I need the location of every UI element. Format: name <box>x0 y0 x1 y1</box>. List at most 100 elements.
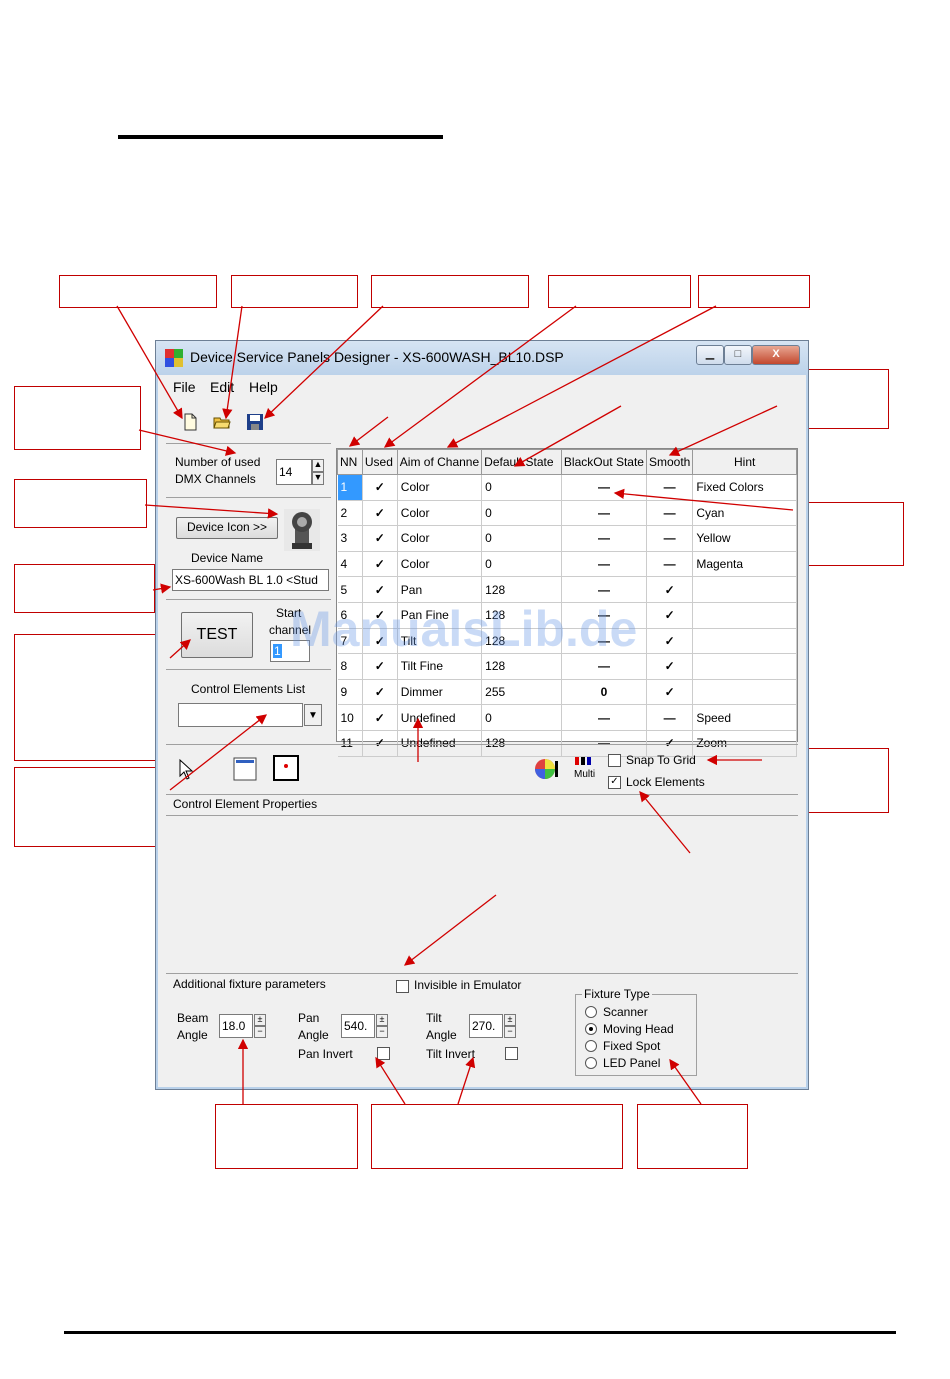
col-aim[interactable]: Aim of Channe <box>396 449 483 475</box>
invisible-checkbox[interactable] <box>396 980 409 993</box>
cell-nn[interactable]: 1 <box>337 474 363 501</box>
cell-blackout[interactable]: — <box>561 576 647 603</box>
cell-default[interactable]: 128 <box>481 602 562 629</box>
channels-down-button[interactable]: ▼ <box>312 472 324 485</box>
maximize-button[interactable]: □ <box>724 345 752 365</box>
start-channel-field[interactable]: 1 <box>270 640 310 662</box>
menu-edit[interactable]: Edit <box>210 379 235 395</box>
color-wheel-icon[interactable] <box>534 755 558 783</box>
cell-default[interactable]: 0 <box>481 525 562 552</box>
cell-default[interactable]: 0 <box>481 500 562 527</box>
cell-aim[interactable]: Undefined <box>397 730 483 757</box>
cell-nn[interactable]: 11 <box>337 730 363 757</box>
cell-hint[interactable]: Magenta <box>692 551 797 578</box>
cell-aim[interactable]: Pan <box>397 576 483 603</box>
pan-angle-field[interactable]: 540. <box>341 1014 375 1038</box>
cell-blackout[interactable]: — <box>561 500 647 527</box>
cell-hint[interactable]: Cyan <box>692 500 797 527</box>
cell-hint[interactable] <box>692 679 797 706</box>
cell-aim[interactable]: Tilt <box>397 628 483 655</box>
chevron-down-icon[interactable]: ▼ <box>304 704 322 726</box>
cell-blackout[interactable]: — <box>561 628 647 655</box>
cell-blackout[interactable]: — <box>561 704 647 731</box>
cell-used[interactable]: ✓ <box>362 525 398 552</box>
panel-tool-icon[interactable] <box>233 757 257 781</box>
cell-hint[interactable]: Zoom <box>692 730 797 757</box>
cell-aim[interactable]: Color <box>397 474 483 501</box>
cell-used[interactable]: ✓ <box>362 474 398 501</box>
cell-nn[interactable]: 8 <box>337 653 363 680</box>
control-elements-select[interactable] <box>178 703 303 727</box>
minimize-button[interactable]: ▁ <box>696 345 724 365</box>
cell-hint[interactable] <box>692 653 797 680</box>
radio-moving-head[interactable] <box>585 1023 597 1035</box>
cell-smooth[interactable]: ✓ <box>646 653 694 680</box>
cell-blackout[interactable]: — <box>561 653 647 680</box>
tilt-invert-checkbox[interactable] <box>505 1047 518 1060</box>
cell-smooth[interactable]: — <box>646 525 694 552</box>
cell-default[interactable]: 0 <box>481 551 562 578</box>
test-button[interactable]: TEST <box>181 612 253 658</box>
cell-used[interactable]: ✓ <box>362 576 398 603</box>
open-folder-icon[interactable] <box>213 413 231 431</box>
cell-used[interactable]: ✓ <box>362 730 398 757</box>
col-hint[interactable]: Hint <box>692 449 797 475</box>
cell-used[interactable]: ✓ <box>362 704 398 731</box>
cell-smooth[interactable]: ✓ <box>646 602 694 629</box>
cell-nn[interactable]: 6 <box>337 602 363 629</box>
cell-aim[interactable]: Dimmer <box>397 679 483 706</box>
cell-used[interactable]: ✓ <box>362 679 398 706</box>
cell-blackout[interactable]: — <box>561 730 647 757</box>
cell-nn[interactable]: 3 <box>337 525 363 552</box>
cell-nn[interactable]: 5 <box>337 576 363 603</box>
cell-default[interactable]: 255 <box>481 679 562 706</box>
cell-blackout[interactable]: — <box>561 525 647 552</box>
cell-smooth[interactable]: ✓ <box>646 679 694 706</box>
cell-used[interactable]: ✓ <box>362 628 398 655</box>
cell-nn[interactable]: 4 <box>337 551 363 578</box>
cell-smooth[interactable]: ✓ <box>646 628 694 655</box>
tilt-up-button[interactable]: ± <box>504 1014 516 1026</box>
tilt-angle-field[interactable]: 270. <box>469 1014 503 1038</box>
cell-default[interactable]: 128 <box>481 628 562 655</box>
device-name-field[interactable]: XS-600Wash BL 1.0 <Stud <box>172 569 329 591</box>
cell-hint[interactable]: Yellow <box>692 525 797 552</box>
device-icon-preview[interactable] <box>284 509 320 551</box>
device-icon-button[interactable]: Device Icon >> <box>176 517 278 539</box>
col-nn[interactable]: NN <box>337 449 363 475</box>
cell-used[interactable]: ✓ <box>362 602 398 629</box>
beam-angle-field[interactable]: 18.0 <box>219 1014 253 1038</box>
cell-used[interactable]: ✓ <box>362 551 398 578</box>
channels-count-field[interactable]: 14 <box>276 459 312 485</box>
cell-hint[interactable] <box>692 628 797 655</box>
cell-aim[interactable]: Pan Fine <box>397 602 483 629</box>
cell-blackout[interactable]: 0 <box>561 679 647 706</box>
cell-aim[interactable]: Color <box>397 500 483 527</box>
cell-smooth[interactable]: — <box>646 551 694 578</box>
beam-up-button[interactable]: ± <box>254 1014 266 1026</box>
cell-smooth[interactable]: ✓ <box>646 730 694 757</box>
cell-used[interactable]: ✓ <box>362 653 398 680</box>
cell-default[interactable]: 0 <box>481 474 562 501</box>
cell-smooth[interactable]: — <box>646 500 694 527</box>
cell-hint[interactable] <box>692 602 797 629</box>
radio-scanner[interactable] <box>585 1006 597 1018</box>
radio-fixed-spot[interactable] <box>585 1040 597 1052</box>
col-blackout[interactable]: BlackOut State <box>560 449 647 475</box>
pan-up-button[interactable]: ± <box>376 1014 388 1026</box>
cell-blackout[interactable]: — <box>561 602 647 629</box>
save-icon[interactable] <box>246 413 264 431</box>
close-button[interactable]: X <box>752 345 800 365</box>
button-tool-icon[interactable] <box>273 755 299 781</box>
cell-smooth[interactable]: — <box>646 704 694 731</box>
cell-default[interactable]: 128 <box>481 576 562 603</box>
cell-nn[interactable]: 9 <box>337 679 363 706</box>
beam-down-button[interactable]: − <box>254 1026 266 1038</box>
pointer-tool-icon[interactable] <box>178 758 194 781</box>
